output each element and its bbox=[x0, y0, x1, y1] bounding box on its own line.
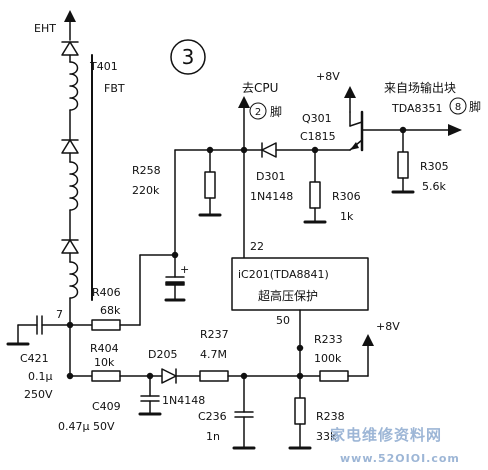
label-ic201: iC201(TDA8841) bbox=[238, 268, 329, 281]
label-r404-val: 10k bbox=[94, 356, 115, 369]
cpu-pin-circle bbox=[249, 102, 267, 120]
watermark-text: 家电维修资料网 bbox=[330, 426, 442, 444]
label-tda8351: TDA8351 bbox=[391, 102, 443, 115]
label-c236-val: 1n bbox=[206, 430, 220, 443]
label-cap-plus: + bbox=[180, 263, 189, 276]
diode-d301 bbox=[243, 142, 316, 158]
resistor-r237 bbox=[199, 370, 301, 382]
resistor-r404 bbox=[69, 370, 151, 382]
label-r406: R406 bbox=[92, 286, 121, 299]
label-tda8351-pin-num: 8 bbox=[455, 102, 461, 113]
label-r404: R404 bbox=[90, 342, 119, 355]
label-c421-val1: 0.1μ bbox=[28, 370, 53, 383]
label-tda8351-pin-word: 脚 bbox=[469, 99, 481, 114]
label-t401: T401 bbox=[89, 60, 118, 73]
label-r258-val: 220k bbox=[132, 184, 160, 197]
label-r237: R237 bbox=[200, 328, 229, 341]
capacitor-c409 bbox=[138, 375, 162, 416]
label-r233: R233 bbox=[314, 333, 343, 346]
label-c409: C409 bbox=[92, 400, 121, 413]
label-v8-right: +8V bbox=[376, 320, 400, 333]
label-d301-val: 1N4148 bbox=[250, 190, 293, 203]
label-pin7: 7 bbox=[56, 308, 63, 321]
label-pin22: 22 bbox=[250, 240, 264, 253]
label-c421: C421 bbox=[20, 352, 49, 365]
label-cpu-pin-word: 脚 bbox=[270, 104, 282, 119]
label-pin50: 50 bbox=[276, 314, 290, 327]
tda8351-input-arrow bbox=[448, 124, 462, 136]
fbt-secondary-winding bbox=[61, 41, 79, 326]
label-q301: Q301 bbox=[302, 112, 332, 125]
label-r306-val: 1k bbox=[340, 210, 354, 223]
label-ic201-desc: 超高压保护 bbox=[258, 288, 318, 303]
label-r406-val: 68k bbox=[100, 304, 121, 317]
label-c421-val2: 250V bbox=[24, 388, 53, 401]
label-c1815: C1815 bbox=[300, 130, 336, 143]
label-cpu-pin-num: 2 bbox=[255, 107, 261, 118]
resistor-r305 bbox=[391, 129, 415, 194]
section-circle bbox=[170, 39, 206, 75]
resistor-r406 bbox=[69, 319, 141, 331]
transistor-q301 bbox=[314, 86, 404, 152]
label-r238-val: 33k bbox=[316, 430, 337, 443]
label-fbt: FBT bbox=[104, 82, 125, 95]
label-r305-val: 5.6k bbox=[422, 180, 446, 193]
resistor-r238 bbox=[288, 375, 312, 450]
label-r233-val: 100k bbox=[314, 352, 342, 365]
label-eht: EHT bbox=[34, 22, 56, 35]
label-r305: R305 bbox=[420, 160, 449, 173]
label-v8-top: +8V bbox=[316, 70, 340, 83]
capacitor-c236 bbox=[232, 375, 256, 450]
label-to-cpu: 去CPU bbox=[242, 81, 278, 95]
section-number: 3 bbox=[182, 45, 195, 69]
eht-output-arrow bbox=[64, 10, 76, 41]
label-d205: D205 bbox=[148, 348, 177, 361]
resistor-r233 bbox=[299, 334, 374, 382]
label-c409-val: 0.47μ 50V bbox=[58, 420, 115, 433]
tda8351-pin-circle bbox=[449, 97, 467, 115]
ic201-box bbox=[231, 257, 369, 311]
to-cpu-arrow bbox=[238, 96, 250, 151]
capacitor-c421 bbox=[6, 315, 71, 346]
label-r258: R258 bbox=[132, 164, 161, 177]
label-r306: R306 bbox=[332, 190, 361, 203]
label-c236: C236 bbox=[198, 410, 227, 423]
label-r238: R238 bbox=[316, 410, 345, 423]
node-pin50 bbox=[296, 344, 304, 352]
watermark-url: www.52OIOI.com bbox=[340, 452, 460, 465]
label-r237-val: 4.7M bbox=[200, 348, 227, 361]
label-from-field: 来自场输出块 bbox=[384, 80, 456, 95]
electrolytic-capacitor bbox=[164, 254, 186, 302]
resistor-r306 bbox=[303, 149, 327, 224]
label-d205-val: 1N4148 bbox=[162, 394, 205, 407]
label-d301: D301 bbox=[256, 170, 285, 183]
resistor-r258 bbox=[198, 149, 222, 217]
diode-d205 bbox=[149, 368, 201, 384]
